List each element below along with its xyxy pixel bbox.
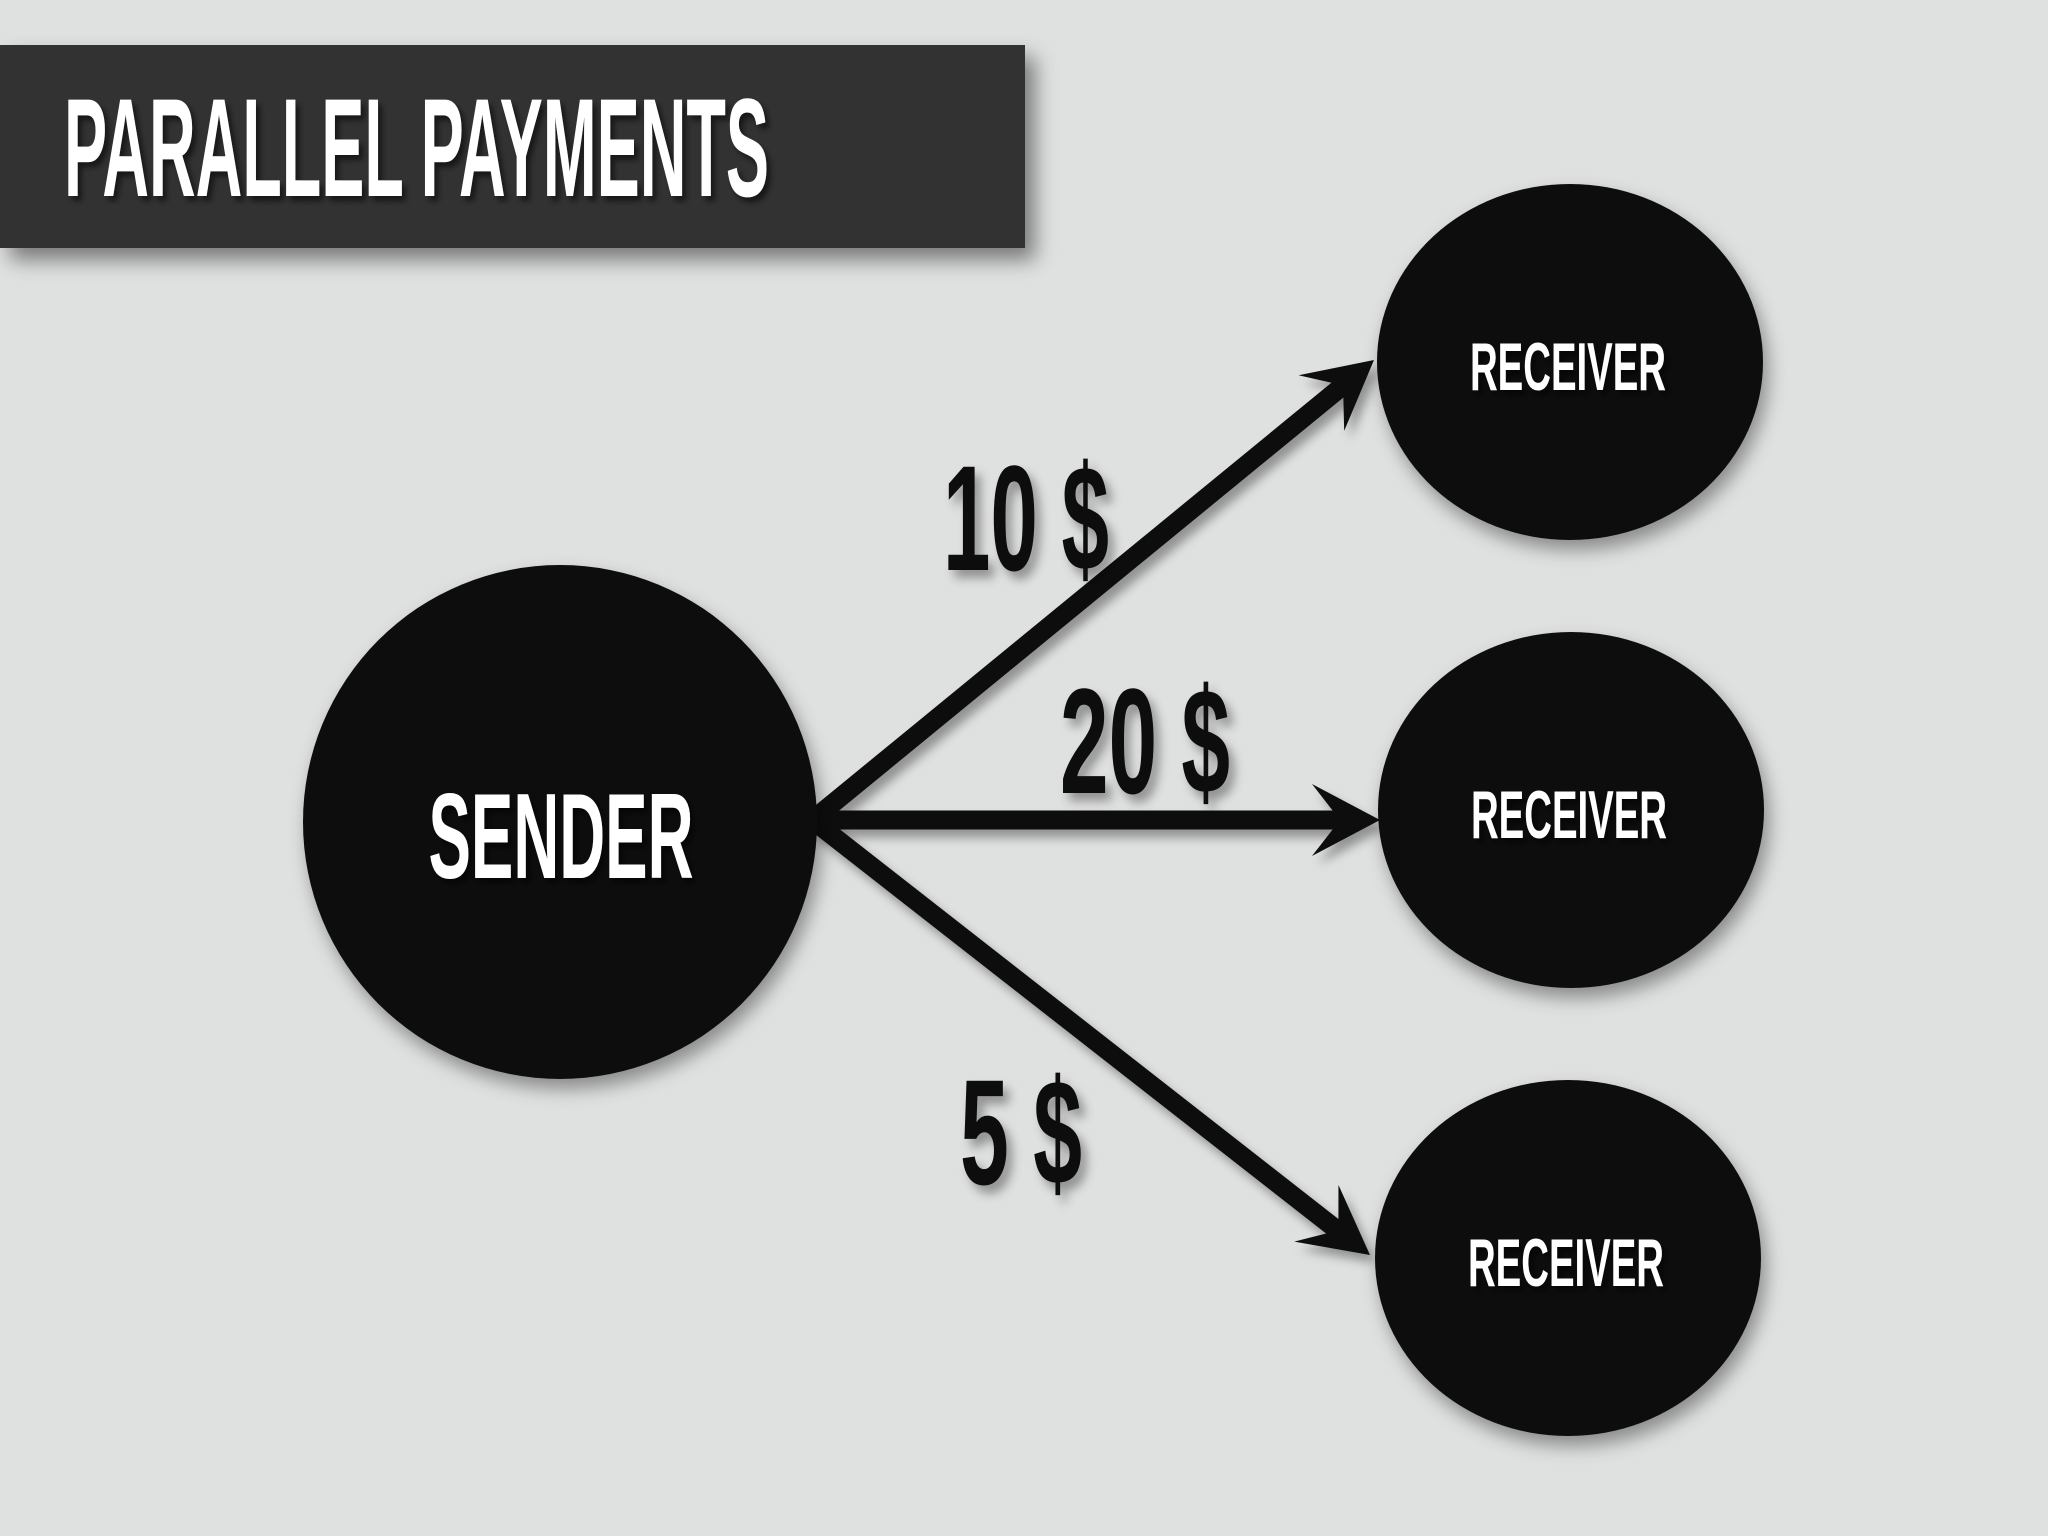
arrow-shaft <box>809 814 1352 1245</box>
arrowhead-icon <box>1312 784 1380 856</box>
page-title: PARALLEL PAYMENTS <box>64 69 769 226</box>
payment-arrow-bottom <box>809 814 1370 1255</box>
receiver-node-bottom <box>1375 1080 1761 1436</box>
arrow-shaft <box>808 371 1358 826</box>
title-bar <box>0 45 1025 248</box>
receiver-label: RECEIVER <box>1468 1225 1664 1301</box>
receiver-label: RECEIVER <box>1470 329 1666 405</box>
payment-arrow-top <box>808 360 1374 826</box>
arrowhead-icon <box>1298 360 1374 431</box>
receiver-label: RECEIVER <box>1471 777 1667 853</box>
amount-label: 10 $ <box>943 434 1109 602</box>
arrowhead-icon <box>1294 1184 1370 1255</box>
amount-label: 20 $ <box>1060 657 1230 825</box>
sender-node <box>303 565 817 1079</box>
amount-label: 5 $ <box>960 1048 1082 1216</box>
receiver-node-top <box>1377 184 1763 540</box>
sender-label: SENDER <box>429 768 694 904</box>
receiver-node-middle <box>1378 632 1764 988</box>
payment-arrow-middle <box>815 784 1380 856</box>
